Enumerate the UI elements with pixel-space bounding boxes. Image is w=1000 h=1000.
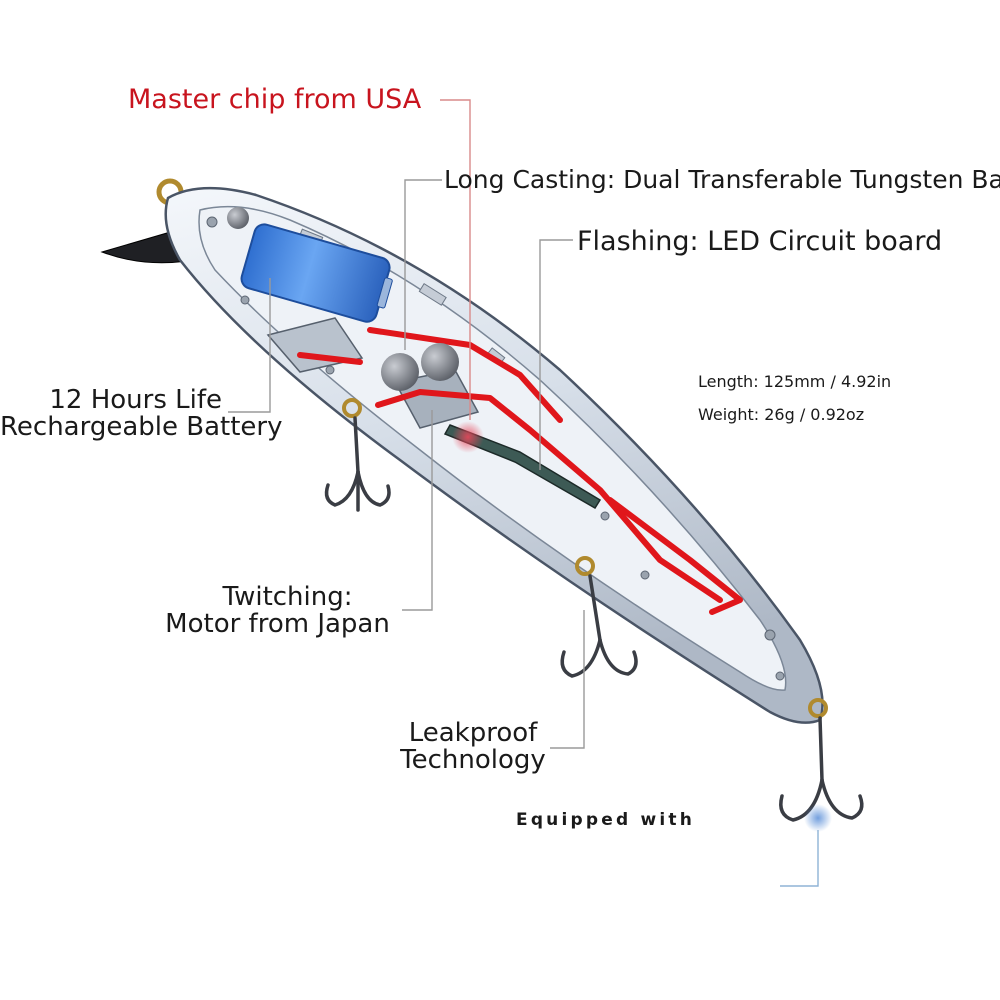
leader-flashing bbox=[539, 239, 573, 470]
battery bbox=[240, 223, 393, 323]
callout-flashing: Flashing: LED Circuit board bbox=[577, 226, 943, 257]
callout-long-casting: Long Casting: Dual Transferable Tungsten… bbox=[444, 165, 1000, 194]
front-treble-hook bbox=[324, 398, 391, 512]
spec-weight: Weight: 26g / 0.92oz bbox=[698, 405, 865, 424]
leader-equipped bbox=[780, 830, 819, 887]
callout-battery: 12 Hours Life Rechargeable Battery bbox=[0, 385, 283, 443]
nose-ball bbox=[227, 207, 249, 229]
leader-twitching bbox=[402, 410, 433, 611]
leader-master-chip bbox=[440, 99, 471, 420]
battery-line-1: 12 Hours Life bbox=[49, 385, 222, 415]
shell-fasteners bbox=[206, 216, 785, 681]
callout-leakproof: Leakproof Technology bbox=[388, 718, 558, 776]
rear-treble-hook bbox=[779, 698, 864, 832]
led-circuit-board bbox=[443, 421, 602, 510]
leakproof-line-1: Leakproof bbox=[408, 718, 538, 748]
spec-length: Length: 125mm / 4.92in bbox=[698, 372, 892, 391]
leader-battery bbox=[228, 278, 271, 413]
tungsten-ball-1 bbox=[381, 353, 419, 391]
twitching-line-1: Twitching: bbox=[222, 582, 353, 612]
middle-treble-hook bbox=[560, 556, 638, 678]
callout-twitching: Twitching: Motor from Japan bbox=[150, 582, 405, 640]
leakproof-line-2: Technology bbox=[400, 745, 546, 776]
battery-line-2: Rechargeable Battery bbox=[0, 412, 283, 443]
callout-master-chip: Master chip from USA bbox=[128, 84, 422, 115]
twitching-line-2: Motor from Japan bbox=[165, 609, 390, 640]
leader-long-casting bbox=[404, 179, 442, 350]
leader-leakproof bbox=[550, 610, 585, 749]
tungsten-ball-2 bbox=[421, 343, 459, 381]
callout-equipped: Equipped with bbox=[516, 810, 696, 830]
